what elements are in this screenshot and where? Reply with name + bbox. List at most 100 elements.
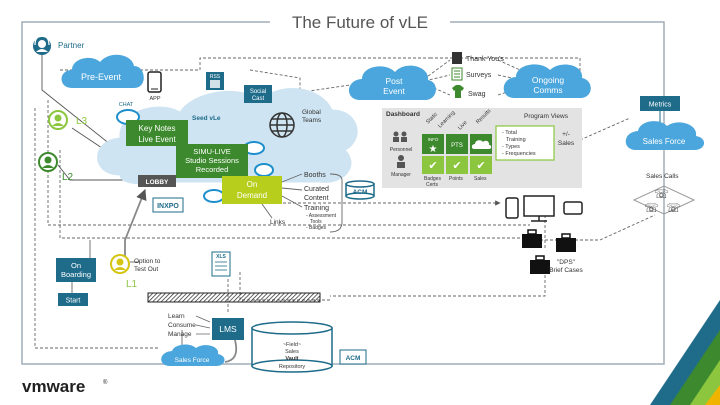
plus-minus-line1: +/-: [562, 131, 570, 138]
global-teams-line2: Teams: [302, 117, 322, 124]
vault-line1: ~Field~: [283, 342, 301, 348]
personnel-label: Personnel: [390, 147, 413, 153]
inxpo-box: [152, 197, 184, 213]
devices-group: [505, 195, 583, 222]
phone-icon: ☏: [666, 201, 681, 215]
program-views-label: Program Views: [524, 113, 569, 120]
ongoing-comms-line2: Comms: [533, 85, 562, 95]
l2-label: L2: [62, 172, 74, 183]
acm-bottom-box: [339, 349, 367, 365]
on-boarding-line2: Boarding: [61, 270, 91, 279]
start-box: [58, 293, 88, 306]
chat-label: CHAT: [119, 102, 134, 108]
check-icon: ✔: [428, 160, 437, 172]
pre-event-label: Pre-Event: [81, 72, 122, 82]
hatched-track: [147, 292, 321, 303]
curated-line1: Curated: [304, 186, 329, 193]
training-sub3: - Badges: [306, 225, 327, 231]
post-event-line1: Post: [385, 76, 403, 86]
on-demand-box: [222, 176, 282, 204]
check-tile-2: [446, 156, 468, 174]
on-boarding-line1: On: [71, 261, 81, 270]
monitor-icon: [523, 195, 555, 217]
sales-calls-diamond: [632, 185, 696, 215]
acm-bottom-label: ACM: [346, 355, 361, 362]
learn-label: Learn: [168, 313, 185, 320]
lobby-box: [138, 175, 176, 187]
lms-box: [212, 318, 244, 340]
key-notes-line1: Key Notes: [139, 124, 176, 133]
on-demand-line2: Demand: [237, 191, 267, 200]
manager-icon: [397, 155, 405, 168]
dps-line1: "DPS": [557, 259, 576, 266]
inxpo-label: INXPO: [157, 203, 179, 210]
pv-bullet-2: Training: [506, 137, 526, 143]
simu-live-box: [176, 144, 248, 178]
dps-line2: Brief Cases: [549, 267, 583, 274]
sales-force-bottom-label: Sales Force: [175, 357, 210, 364]
corner-decoration: [650, 300, 720, 405]
pv-bullet-1: - Total: [502, 130, 517, 136]
global-teams-line1: Global: [302, 109, 321, 116]
seed-vle-label: Seed vLe: [192, 115, 221, 122]
booths-label: Booths: [304, 172, 326, 179]
points-label: Points: [449, 176, 463, 182]
book-icon: [452, 52, 462, 64]
lms-loop-arrow: [224, 339, 238, 363]
consume-label: Consume: [168, 322, 196, 329]
check-icon: ✔: [476, 160, 485, 172]
sales-force-cloud-bottom: Sales Force: [161, 344, 225, 366]
personnel-icon: [393, 131, 407, 142]
app-label: APP: [149, 96, 160, 102]
simu-live-line2: Studio Sessions: [185, 156, 239, 165]
info-tile: [422, 134, 444, 154]
thank-yous-label: Thank You's: [466, 56, 504, 63]
l2-actor: [38, 152, 58, 172]
social-cast-line1: Social: [250, 89, 266, 95]
sales-calls-label: Sales Calls: [646, 173, 679, 180]
star-icon: ★: [429, 144, 438, 155]
pre-event-cloud: Pre-Event: [61, 54, 144, 88]
option-test-out-line1: Option to: [134, 258, 161, 265]
partner-actor: [33, 35, 51, 55]
on-boarding-box: [56, 258, 96, 282]
l3-actor: [48, 110, 68, 130]
phone-icon: ☏: [644, 201, 659, 215]
links-label: Links: [270, 219, 286, 226]
ongoing-comms-cloud: Ongoing Comms: [503, 64, 591, 98]
col-live: Live: [457, 120, 468, 131]
plus-minus-line2: Sales: [558, 140, 575, 147]
check-tile-3: [470, 156, 492, 174]
lms-label: LMS: [219, 324, 237, 334]
pts-tile-label: PTS: [451, 143, 463, 149]
swag-label: Swag: [468, 91, 486, 98]
rss-label: RSS: [210, 74, 221, 80]
sales-force-top-label: Sales Force: [643, 137, 686, 146]
key-notes-line2: Live Event: [138, 135, 176, 144]
vault-line2: Sales: [285, 349, 299, 355]
program-views-list: [495, 125, 555, 161]
main-cloud: [97, 88, 358, 185]
acm-label: ACM: [353, 189, 368, 196]
manage-label: Manage: [168, 331, 192, 338]
headset-icon: [34, 35, 50, 46]
badges-label: Badges: [424, 176, 441, 182]
sales-force-cloud-top: Sales Force: [625, 121, 705, 150]
phone-device-icon: [505, 197, 519, 219]
vault-database-icon: [251, 321, 333, 373]
ongoing-comms-line1: Ongoing: [532, 75, 564, 85]
metrics-box: [640, 96, 680, 111]
cloud-icon: [471, 140, 492, 149]
simu-live-line3: Recorded: [196, 165, 229, 174]
partner-label: Partner: [58, 41, 85, 50]
training-label: Training: [304, 205, 329, 212]
diagram-title: The Future of vLE: [292, 13, 428, 32]
sales-label: Sales: [474, 176, 487, 182]
pts-tile: [446, 134, 468, 154]
lobby-label: LOBBY: [146, 179, 169, 186]
tablet-icon: [563, 201, 583, 215]
vault-line3: Vault: [285, 356, 298, 362]
social-cast-line2: Cast: [252, 96, 265, 102]
check-tile-1: [422, 156, 444, 174]
